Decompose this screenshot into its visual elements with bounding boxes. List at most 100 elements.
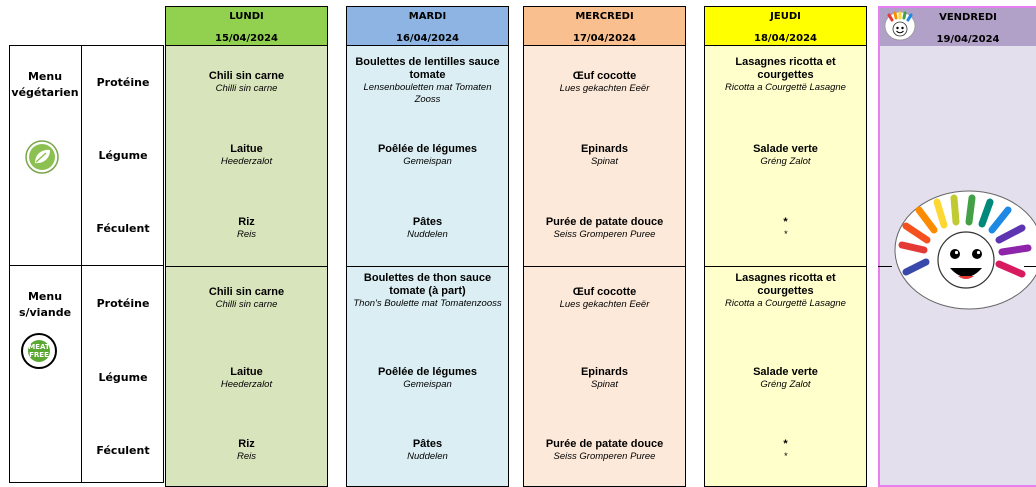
dish-name-fr: Chili sin carne [208,286,285,298]
day-date: 17/04/2024 [573,33,636,44]
menu-separator [524,266,685,267]
dish-name-fr: Poêlée de légumes [377,366,478,378]
menu-separator [166,266,327,267]
dish-name-fr: * [783,438,788,450]
dish-name-lb: Thon's Boulette mat Tomatenzooss [353,298,502,309]
meat-free-icon: MEAT FREE [21,333,57,369]
rainbow-face-small-icon [884,11,916,41]
day-header: MARDI 16/04/2024 [347,7,508,46]
left-label-panel: Menu végétarien Menu s/viande MEAT FREE … [9,45,164,483]
rainbow-hands-face-icon [894,190,1036,310]
day-date: 16/04/2024 [396,33,459,44]
day-date: 15/04/2024 [215,33,278,44]
dish-menu2-2: ** [705,438,866,463]
menu-vegetarian-label: Menu végétarien [11,70,79,99]
dish-name-lb: Seiss Gromperen Puree [553,229,656,240]
day-header: LUNDI 15/04/2024 [166,7,327,46]
day-name: MARDI [408,11,447,22]
dish-name-lb: Nuddelen [407,451,448,462]
dish-name-lb: Gemeispan [403,156,452,167]
dish-name-lb: Reis [236,229,256,240]
dish-name-lb: Gréng Zalot [760,156,811,167]
dish-name-lb: Heederzalot [220,156,273,167]
menu-without-meat-label: Menu s/viande [18,290,72,319]
dish-name-lb: Seiss Gromperen Puree [553,451,656,462]
day-column-friday: VENDREDI 19/04/2024 [878,6,1036,487]
day-name: MERCREDI [575,11,634,22]
dish-name-lb: * [783,451,788,462]
dish-name-fr: Chili sin carne [208,70,285,82]
dish-name-fr: Laitue [230,366,263,378]
dish-name-lb: Reis [236,451,256,462]
leaf-icon [25,140,59,174]
category-vegetable-1: Légume [98,149,148,162]
day-date: 18/04/2024 [754,33,817,44]
dish-name-lb: Heederzalot [220,379,273,390]
dish-name-fr: Laitue [230,143,263,155]
category-protein-1: Protéine [96,76,150,89]
dish-name-fr: Epinards [580,143,629,155]
day-header: MERCREDI 17/04/2024 [524,7,685,46]
dish-name-lb: Ricotta a Courgettë Lasagne [725,298,846,309]
dish-name-lb: Chilli sin carne [215,299,278,310]
dish-name-fr: Riz [238,438,255,450]
day-name: JEUDI [770,11,801,22]
dish-menu1-2: ** [705,216,866,241]
dish-name-lb: Gemeispan [403,379,452,390]
dish-name-lb: Nuddelen [407,229,448,240]
friday-row-separator-left [878,266,892,267]
dish-name-lb: Spinat [591,379,618,390]
dish-name-fr: Purée de patate douce [545,438,664,450]
friday-row-separator-right [1024,266,1036,267]
dish-name-fr: Boulettes de thon sauce tomate (à part) [363,272,492,297]
category-protein-2: Protéine [96,297,150,310]
dish-name-fr: Lasagnes ricotta et courgettes [735,56,836,81]
category-vegetable-2: Légume [98,371,148,384]
dish-name-fr: Salade verte [753,366,818,378]
day-header: JEUDI 18/04/2024 [705,7,866,46]
dish-name-fr: Purée de patate douce [545,216,664,228]
dish-name-fr: * [783,216,788,228]
dish-name-fr: Epinards [580,366,629,378]
dish-name-lb: Spinat [591,156,618,167]
dish-name-fr: Pâtes [412,438,443,450]
day-name: LUNDI [229,11,264,22]
dish-name-fr: Riz [238,216,255,228]
dish-name-fr: Lasagnes ricotta et courgettes [735,272,836,297]
day-name: VENDREDI [939,12,997,23]
category-starch-2: Féculent [96,444,150,457]
dish-name-lb: Gréng Zalot [760,379,811,390]
dish-name-lb: Lues gekachten Eeër [559,83,650,94]
dish-name-lb: Lues gekachten Eeër [559,299,650,310]
dish-menu2-0: Boulettes de thon sauce tomate (à part)T… [347,272,508,310]
dish-name-lb: Lensenbouletten mat Tomaten Zooss [363,82,492,105]
day-date: 19/04/2024 [936,34,1000,45]
menu-separator [705,266,866,267]
dish-name-lb: * [783,229,788,240]
category-starch-1: Féculent [96,222,150,235]
dish-name-lb: Ricotta a Courgettë Lasagne [725,82,846,93]
